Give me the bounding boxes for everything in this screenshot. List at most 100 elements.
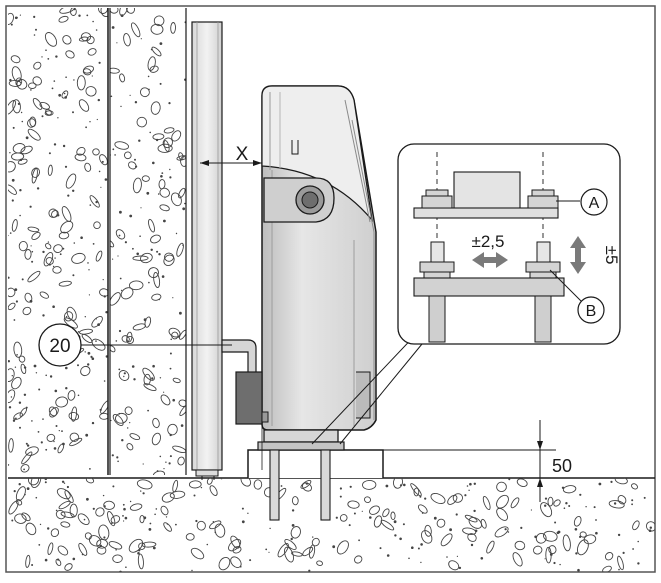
concrete-speckle	[18, 240, 28, 252]
concrete-speckle	[399, 484, 402, 487]
concrete-speckle	[140, 490, 142, 492]
concrete-speckle	[161, 172, 164, 175]
concrete-speckle	[72, 189, 75, 192]
concrete-speckle	[123, 520, 125, 522]
concrete-speckle	[119, 73, 126, 83]
concrete-speckle	[120, 287, 134, 300]
concrete-speckle	[55, 509, 58, 512]
outer-frame	[5, 5, 656, 573]
concrete-speckle	[61, 480, 65, 483]
concrete-speckle	[96, 118, 98, 121]
concrete-speckle	[84, 351, 86, 353]
concrete-speckle	[60, 511, 75, 519]
concrete-speckle	[180, 424, 184, 427]
concrete-speckle	[291, 551, 303, 557]
concrete-speckle	[58, 280, 72, 287]
concrete-speckle	[47, 164, 53, 176]
concrete-speckle	[421, 530, 433, 544]
concrete-speckle	[195, 519, 198, 523]
concrete-speckle	[66, 306, 77, 321]
concrete-speckle	[120, 105, 122, 108]
concrete-speckle	[61, 90, 69, 99]
concrete-speckle	[561, 486, 565, 489]
concrete-speckle	[19, 407, 28, 417]
motor-housing	[261, 85, 377, 431]
concrete-speckle	[191, 569, 193, 572]
concrete-speckle	[291, 496, 299, 506]
concrete-speckle	[95, 200, 98, 204]
concrete-speckle	[55, 55, 58, 58]
concrete-speckle	[554, 521, 557, 524]
concrete-speckle	[14, 288, 18, 291]
concrete-speckle	[206, 478, 213, 485]
concrete-speckle	[177, 456, 185, 466]
concrete-speckle	[47, 241, 50, 243]
concrete-speckle	[8, 12, 14, 25]
concrete-speckle	[353, 512, 356, 515]
concrete-speckle	[44, 478, 48, 481]
detail-leader	[311, 329, 423, 445]
concrete-speckle	[9, 152, 11, 154]
concrete-speckle	[172, 377, 181, 384]
concrete-speckle	[362, 479, 377, 490]
concrete-speckle	[562, 485, 577, 494]
concrete-speckle	[241, 507, 244, 510]
concrete-speckle	[21, 278, 24, 281]
concrete-speckle	[122, 515, 124, 517]
concrete-speckle	[46, 433, 56, 442]
concrete-speckle	[12, 126, 15, 129]
concrete-speckle	[26, 444, 30, 447]
concrete-speckle	[49, 407, 59, 418]
concrete-speckle	[121, 439, 124, 442]
concrete-speckle	[157, 193, 160, 195]
concrete-speckle	[161, 492, 175, 503]
concrete-speckle	[468, 516, 482, 529]
concrete-speckle	[25, 442, 28, 445]
concrete-speckle	[143, 383, 157, 392]
concrete-speckle	[129, 503, 143, 511]
concrete-speckle	[79, 328, 93, 335]
concrete-speckle	[25, 136, 29, 140]
bracket-part-20	[221, 339, 269, 425]
concrete-speckle	[408, 557, 410, 560]
concrete-speckle	[467, 533, 477, 542]
concrete-speckle	[24, 493, 26, 496]
concrete-speckle	[312, 536, 314, 538]
concrete-speckle	[69, 437, 83, 447]
concrete-speckle	[190, 547, 205, 560]
concrete-speckle	[119, 8, 128, 17]
concrete-speckle	[147, 409, 150, 412]
concrete-speckle	[508, 478, 511, 481]
concrete-speckle	[128, 280, 144, 291]
concrete-speckle	[496, 481, 507, 493]
concrete-speckle	[148, 281, 150, 284]
concrete-speckle	[349, 485, 352, 488]
concrete-speckle	[573, 516, 582, 527]
concrete-speckle	[18, 401, 22, 404]
concrete-speckle	[393, 478, 403, 489]
concrete-speckle	[141, 541, 157, 548]
concrete-speckle	[53, 440, 55, 443]
concrete-speckle	[103, 380, 106, 382]
concrete-speckle	[159, 42, 163, 45]
concrete-speckle	[547, 496, 554, 507]
concrete-speckle	[73, 8, 76, 11]
concrete-speckle	[111, 26, 115, 29]
concrete-speckle	[178, 152, 184, 160]
concrete-speckle	[85, 126, 87, 129]
concrete-speckle	[11, 199, 14, 202]
concrete-speckle	[155, 138, 159, 142]
detail-a-label: A	[589, 195, 600, 212]
concrete-speckle	[117, 460, 119, 463]
concrete-speckle	[149, 131, 151, 134]
concrete-speckle	[24, 249, 32, 260]
concrete-speckle	[132, 323, 146, 331]
concrete-speckle	[153, 272, 161, 288]
concrete-speckle	[339, 514, 348, 522]
concrete-speckle	[67, 194, 70, 197]
concrete-speckle	[470, 543, 474, 547]
concrete-speckle	[78, 99, 90, 112]
concrete-speckle	[47, 542, 54, 555]
concrete-speckle	[123, 375, 125, 378]
concrete-speckle	[15, 417, 17, 420]
